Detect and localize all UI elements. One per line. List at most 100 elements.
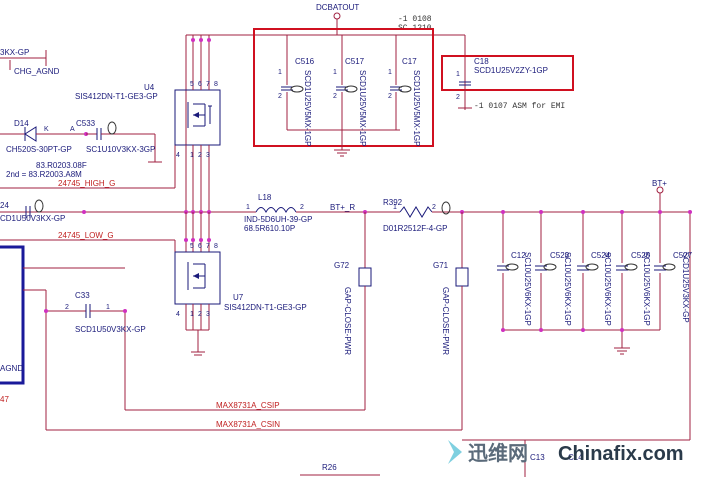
r392-pin1: 1 bbox=[393, 204, 397, 211]
c517-ref: C517 bbox=[345, 57, 365, 66]
g72-value: GAP-CLOSE-PWR bbox=[343, 287, 352, 355]
inductor-l18 bbox=[255, 207, 380, 214]
d14-pin-k: K bbox=[44, 126, 49, 133]
l18-pin2: 2 bbox=[300, 204, 304, 211]
c33-pin2: 2 bbox=[65, 304, 69, 311]
watermark-cn: 迅维网 bbox=[468, 441, 528, 465]
mosfet-u7 bbox=[174, 212, 221, 356]
c524-value: SC10U25V6KX-1GP bbox=[603, 252, 612, 326]
c516-value: SCD1U25V5MX-1GP bbox=[303, 70, 312, 146]
controller-ic-body bbox=[0, 245, 25, 385]
l18-pin1: 1 bbox=[246, 204, 250, 211]
c33-value: SCD1U50V3KX-GP bbox=[75, 325, 146, 334]
c24-value: CD1U50V3KX-GP bbox=[0, 214, 65, 223]
r26-ref: R26 bbox=[322, 463, 337, 472]
highlight-box-c18 bbox=[441, 55, 574, 91]
cap-c33 bbox=[45, 290, 126, 430]
c524-ref: C524 bbox=[591, 251, 611, 260]
c517-pin1: 1 bbox=[333, 69, 337, 76]
chinafix-watermark: 迅维网 Chinafix.com bbox=[448, 440, 684, 465]
c13-ref: C13 bbox=[530, 453, 545, 462]
c523-value: SC10U25V6KX-1GP bbox=[563, 252, 572, 326]
cap-c533 bbox=[86, 121, 162, 163]
c17-pin2: 2 bbox=[388, 93, 392, 100]
l18-part: 68.5R610.10P bbox=[244, 224, 295, 233]
u7-pin4: 4 bbox=[176, 311, 180, 318]
u4-pin6: 6 bbox=[198, 81, 202, 88]
c17-value: SCD1U25V5MX-1GP bbox=[412, 70, 421, 146]
c17-pin1: 1 bbox=[388, 69, 392, 76]
low-g-label: 24745_LOW_G bbox=[58, 231, 114, 240]
c533-value: SC1U10V3KX-3GP bbox=[86, 145, 155, 154]
d14-value: CH520S-30PT-GP bbox=[6, 145, 72, 154]
c18-pin2: 2 bbox=[456, 94, 460, 101]
u7-pin2: 2 bbox=[198, 311, 202, 318]
r392-pin2: 2 bbox=[432, 204, 436, 211]
dcbatout-label: DCBATOUT bbox=[316, 3, 359, 12]
u7-pin8: 8 bbox=[214, 243, 218, 250]
csip-label: MAX8731A_CSIP bbox=[216, 401, 280, 410]
u7-pin5: 5 bbox=[190, 243, 194, 250]
high-g-label: 24745_HIGH_G bbox=[58, 179, 115, 188]
c517-value: SCD1U25V5MX-1GP bbox=[358, 70, 367, 146]
r392-value: D01R2512F-4-GP bbox=[383, 224, 447, 233]
u4-pin8: 8 bbox=[214, 81, 218, 88]
c33-ref: C33 bbox=[75, 291, 90, 300]
d14-part-a: 83.R0203.08F bbox=[36, 161, 87, 170]
resistor-r392 bbox=[380, 201, 690, 218]
note-asm-emi: -1 0107 ASM for EMI bbox=[474, 102, 565, 111]
u4-pin7: 7 bbox=[206, 81, 210, 88]
l18-ref: L18 bbox=[258, 193, 272, 202]
bt-plus-r-label: BT+_R bbox=[330, 203, 355, 212]
left-net-fragment-47: 47 bbox=[0, 395, 9, 404]
u7-pin1: 1 bbox=[190, 311, 194, 318]
highlight-box-bulk-caps bbox=[253, 28, 434, 147]
mosfet-u4 bbox=[174, 35, 221, 212]
u4-value: SIS412DN-T1-GE3-GP bbox=[75, 92, 158, 101]
csin-label: MAX8731A_CSIN bbox=[216, 420, 280, 429]
g72-ref: G72 bbox=[334, 261, 350, 270]
chg-agnd-label: CHG_AGND bbox=[14, 67, 60, 76]
c527-value: SCD1U25V3KX-GP bbox=[681, 252, 690, 323]
c18-ref: C18 bbox=[474, 57, 489, 66]
cap-c516 bbox=[281, 35, 400, 131]
u7-ref: U7 bbox=[233, 293, 244, 302]
u4-pin5: 5 bbox=[190, 81, 194, 88]
c525-ref: C525 bbox=[631, 251, 651, 260]
c533-ref: C533 bbox=[76, 119, 96, 128]
diode-d14 bbox=[0, 126, 90, 142]
c18-value: SCD1U25V2ZY-1GP bbox=[474, 66, 548, 75]
watermark-logo-icon bbox=[448, 440, 462, 464]
u7-pin7: 7 bbox=[206, 243, 210, 250]
gap-g72 bbox=[125, 212, 372, 411]
left-net-fragment: 3KX-GP bbox=[0, 48, 29, 57]
c516-pin2: 2 bbox=[278, 93, 282, 100]
c516-pin1: 1 bbox=[278, 69, 282, 76]
u4-pin2: 2 bbox=[198, 152, 202, 159]
cap-c18 bbox=[458, 81, 472, 109]
u7-value: SIS412DN-T1-GE3-GP bbox=[224, 303, 307, 312]
c33-pin1: 1 bbox=[106, 304, 110, 311]
l18-value: IND-5D6UH-39-GP bbox=[244, 215, 312, 224]
u4-pin3: 3 bbox=[206, 152, 210, 159]
left-ref-fragment: 24 bbox=[0, 201, 9, 210]
u7-pin6: 6 bbox=[198, 243, 202, 250]
c17-ref: C17 bbox=[402, 57, 417, 66]
c527-ref: C527 bbox=[673, 251, 693, 260]
u4-ref: U4 bbox=[144, 83, 155, 92]
c517-pin2: 2 bbox=[333, 93, 337, 100]
c18-pin1: 1 bbox=[456, 71, 460, 78]
d14-part-b: 2nd = 83.R2003.A8M bbox=[6, 170, 82, 179]
cap-c17 bbox=[390, 35, 412, 130]
agnd-label: AGND bbox=[0, 364, 23, 373]
c516-ref: C516 bbox=[295, 57, 315, 66]
c14-ref: C14 bbox=[568, 453, 583, 462]
dcbatout-net bbox=[185, 12, 466, 180]
c525-value: SC10U25V6KX-1GP bbox=[642, 252, 651, 326]
u7-pin3: 3 bbox=[206, 311, 210, 318]
cap-c517 bbox=[334, 35, 358, 157]
output-caps bbox=[462, 212, 691, 441]
u4-pin1: 1 bbox=[190, 152, 194, 159]
c523-ref: C523 bbox=[550, 251, 570, 260]
